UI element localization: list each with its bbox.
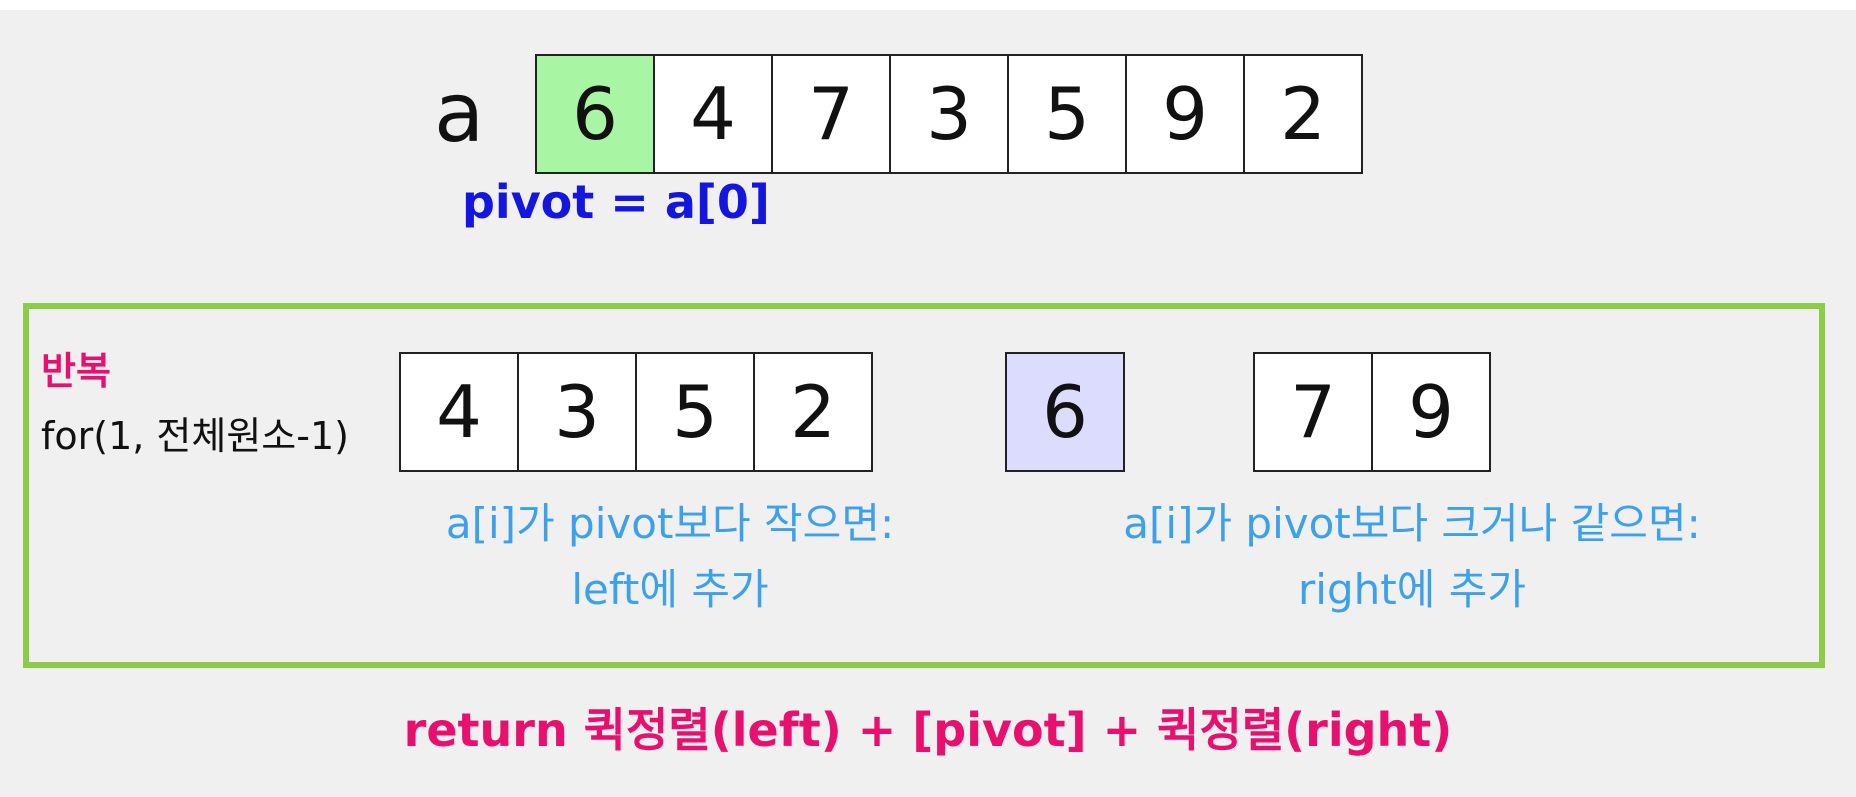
array-label: a xyxy=(434,66,485,161)
right-condition-line-2: right에 추가 xyxy=(1298,565,1526,614)
left-cell-0: 4 xyxy=(399,352,519,472)
pivot-partition: 6 xyxy=(1005,352,1125,472)
left-cell-2: 5 xyxy=(635,352,755,472)
right-partition: 7 9 xyxy=(1253,352,1491,472)
right-condition-line-1: a[i]가 pivot보다 크거나 같으면: xyxy=(1123,499,1701,548)
left-condition: a[i]가 pivot보다 작으면: left에 추가 xyxy=(370,491,970,623)
return-statement: return 퀵정렬(left) + [pivot] + 퀵정렬(right) xyxy=(403,703,1453,757)
left-cell-3: 2 xyxy=(753,352,873,472)
array-cell-2: 7 xyxy=(771,54,891,174)
input-array: 6 4 7 3 5 9 2 xyxy=(535,54,1363,174)
loop-range: for(1, 전체원소-1) xyxy=(41,414,349,458)
left-condition-line-2: left에 추가 xyxy=(571,565,769,614)
loop-box xyxy=(23,303,1825,668)
pivot-note: pivot = a[0] xyxy=(462,175,770,229)
right-condition: a[i]가 pivot보다 크거나 같으면: right에 추가 xyxy=(1032,491,1792,623)
right-cell-1: 9 xyxy=(1371,352,1491,472)
left-cell-1: 3 xyxy=(517,352,637,472)
pivot-cell: 6 xyxy=(1005,352,1125,472)
array-cell-3: 3 xyxy=(889,54,1009,174)
quicksort-diagram: a 6 4 7 3 5 9 2 pivot = a[0] 반복 for(1, 전… xyxy=(0,10,1856,797)
left-partition: 4 3 5 2 xyxy=(399,352,873,472)
array-cell-1: 4 xyxy=(653,54,773,174)
array-cell-0: 6 xyxy=(535,54,655,174)
array-cell-4: 5 xyxy=(1007,54,1127,174)
array-cell-6: 2 xyxy=(1243,54,1363,174)
loop-title: 반복 xyxy=(41,349,111,393)
array-cell-5: 9 xyxy=(1125,54,1245,174)
right-cell-0: 7 xyxy=(1253,352,1373,472)
left-condition-line-1: a[i]가 pivot보다 작으면: xyxy=(445,499,895,548)
